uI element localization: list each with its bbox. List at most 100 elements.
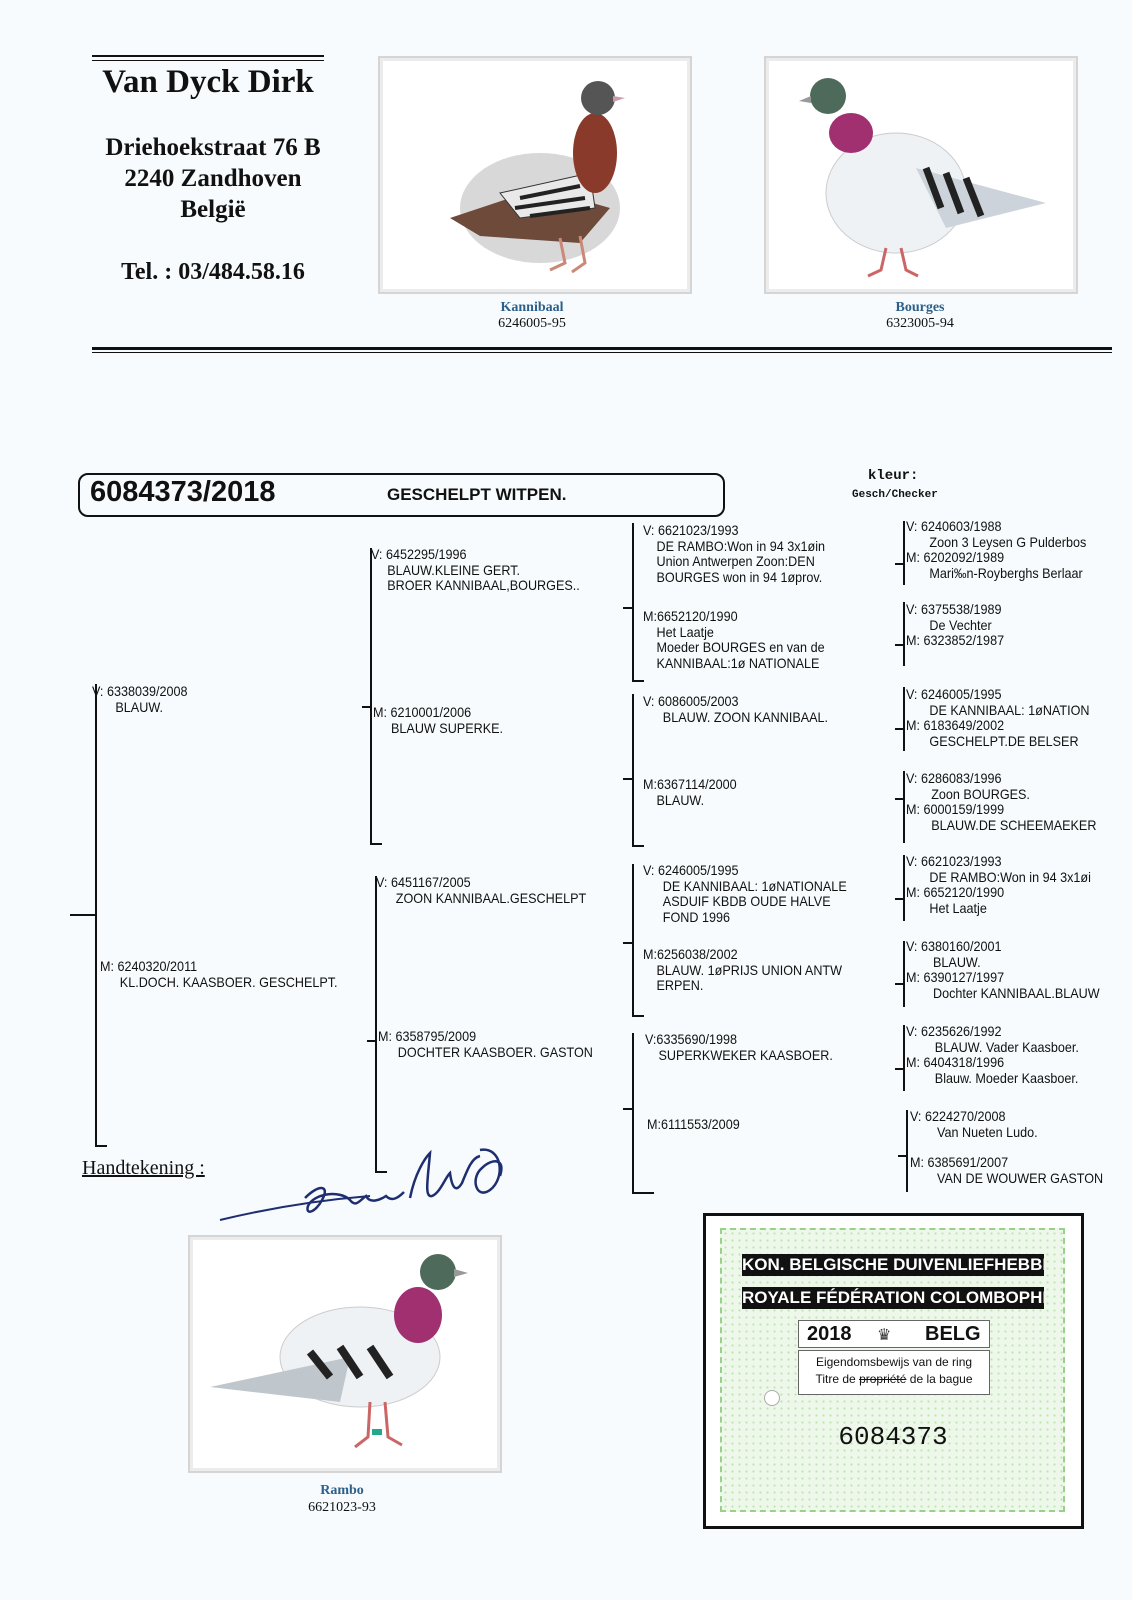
card-title-nl: KON. BELGISCHE DUIVENLIEFHEBBERSBOND (742, 1254, 1044, 1276)
bracket-gen3-3-end (632, 1015, 644, 1017)
bracket-gen1-stub (70, 914, 96, 916)
card-ring-number: 6084373 (838, 1422, 948, 1452)
sire-desc: BLAUW. (115, 698, 164, 715)
photo-rambo-name: Rambo (320, 1483, 364, 1498)
gen4-8-dam: M: 6385691/2007 (910, 1154, 1009, 1170)
bracket-gen4-3 (903, 687, 905, 751)
card-subtitle-fr-c: de la bague (906, 1372, 973, 1386)
card-country: BELG (925, 1323, 981, 1345)
gen4-6-dam: M: 6390127/1997 (906, 969, 1005, 985)
bracket-gen2-sire-end (370, 843, 382, 845)
bracket-gen4-3-stub (895, 728, 904, 730)
gen3-1-line3: BOURGES won in 94 1øprov. (656, 568, 823, 585)
sire-ring: V: 6338039/2008 (92, 683, 188, 699)
gen4-3-sire: V: 6246005/1995 (906, 686, 1002, 702)
kleur-label: kleur: (868, 468, 919, 484)
gen4-5-sire-desc: DE RAMBO:Won in 94 3x1øi (929, 868, 1091, 885)
bracket-gen4-6-stub (895, 983, 904, 985)
bracket-gen4-4-stub (895, 798, 904, 800)
gen2-2-ring: M: 6210001/2006 (373, 704, 472, 720)
gen4-6-dam-desc: Dochter KANNIBAAL.BLAUW (933, 984, 1100, 1001)
gen4-8-sire: V: 6224270/2008 (910, 1108, 1006, 1124)
gen4-1-sire-desc: Zoon 3 Leysen G Pulderbos (929, 533, 1087, 550)
bracket-gen3-2-end (632, 845, 644, 847)
bracket-gen3-1-end (632, 680, 644, 682)
header-separator (92, 347, 1112, 350)
gen3-3-ring: V: 6086005/2003 (643, 693, 739, 709)
pedigree-gen2-4: M: 6358795/2009 DOCHTER KAASBOER. GASTON (378, 1028, 593, 1060)
gen3-8-ring: M:6111553/2009 (647, 1116, 740, 1132)
bracket-gen4-7 (903, 1025, 905, 1091)
bracket-gen1-end (95, 1145, 107, 1147)
gen4-4-sire: V: 6286083/1996 (906, 770, 1002, 786)
gen4-5-sire: V: 6621023/1993 (906, 853, 1002, 869)
photo-bourges-name: Bourges (895, 300, 945, 315)
bracket-gen2-sire-stub (362, 706, 371, 708)
card-subtitle-fr: Titre de propriété de la bague (799, 1371, 989, 1388)
bracket-gen4-2 (903, 602, 905, 666)
bracket-gen2-dam-stub (367, 1040, 376, 1042)
bracket-gen3-1 (632, 523, 634, 681)
header-rule-top-thin (92, 60, 324, 61)
pedigree-gen3-7: V:6335690/1998 SUPERKWEKER KAASBOER. (645, 1031, 833, 1063)
photo-bourges (764, 56, 1078, 294)
bracket-gen4-5 (903, 855, 905, 921)
gen4-8-sire-desc: Van Nueten Ludo. (937, 1123, 1038, 1140)
bracket-gen3-3-stub (623, 942, 633, 944)
bracket-gen3-2 (632, 694, 634, 846)
gen3-4-ring: M:6367114/2000 (643, 776, 737, 792)
gen4-1-dam-desc: Mari‰n-Royberghs Berlaar (929, 564, 1083, 581)
pedigree-gen3-8: M:6111553/2009 (647, 1116, 740, 1133)
card-subtitle-fr-b: propriété (859, 1372, 907, 1386)
gen4-4-sire-desc: Zoon BOURGES. (931, 785, 1030, 802)
gen4-3-dam-desc: GESCHELPT.DE BELSER (929, 732, 1079, 749)
gen2-1-ring: V: 6452295/1996 (371, 546, 467, 562)
bracket-gen4-8-stub (898, 1155, 907, 1157)
pigeon-rambo-image (210, 1254, 468, 1449)
card-year-box: 2018 ♛ BELG (798, 1320, 990, 1348)
pigeon-ring-number: 6084373/2018 (90, 476, 276, 508)
gen2-4-line1: DOCHTER KAASBOER. GASTON (397, 1043, 593, 1060)
photo-kannibaal-ring: 6246005-95 (498, 316, 566, 331)
photo-rambo (188, 1235, 502, 1473)
gen3-2-line3: KANNIBAAL:1ø NATIONALE (656, 654, 820, 671)
signature-image (219, 1148, 503, 1221)
gen3-1-ring: V: 6621023/1993 (643, 522, 739, 538)
pedigree-gen3-5: V: 6246005/1995 DE KANNIBAAL: 1øNATIONAL… (643, 862, 847, 925)
gen4-5-dam-desc: Het Laatje (929, 899, 987, 916)
card-punch-hole (764, 1390, 780, 1406)
gen4-1-dam: M: 6202092/1989 (906, 549, 1005, 565)
gen4-3-dam: M: 6183649/2002 (906, 717, 1005, 733)
gen3-4-line1: BLAUW. (656, 791, 705, 808)
pedigree-sire: V: 6338039/2008 BLAUW. (92, 683, 188, 715)
pedigree-gen4-3: V: 6246005/1995 DE KANNIBAAL: 1øNATION M… (906, 686, 1090, 749)
bracket-gen4-1 (903, 521, 905, 585)
gen2-1-line1: BLAUW.KLEINE GERT. (387, 561, 521, 578)
dam-desc: KL.DOCH. KAASBOER. GESCHELPT. (119, 973, 338, 990)
photo-rambo-ring: 6621023-93 (308, 1500, 376, 1515)
bracket-gen3-1-stub (623, 607, 633, 609)
gen2-4-ring: M: 6358795/2009 (378, 1028, 477, 1044)
gen3-2-line1: Het Laatje (656, 623, 714, 640)
bracket-gen3-4-end (632, 1192, 654, 1194)
pedigree-gen4-7: V: 6235626/1992 BLAUW. Vader Kaasboer. M… (906, 1023, 1079, 1086)
bracket-gen4-2-stub (895, 644, 904, 646)
pigeon-bourges-image (799, 78, 1046, 278)
card-subtitle-box: Eigendomsbewijs van de ring Titre de pro… (798, 1350, 990, 1395)
pedigree-gen3-4: M:6367114/2000 BLAUW. (643, 776, 737, 808)
gen4-2-dam: M: 6323852/1987 (906, 632, 1005, 648)
card-year: 2018 (807, 1323, 852, 1345)
pedigree-gen3-6: M:6256038/2002 BLAUW. 1øPRIJS UNION ANTW… (643, 946, 842, 994)
breeder-city: 2240 Zandhoven (124, 165, 302, 192)
gen4-3-sire-desc: DE KANNIBAAL: 1øNATION (929, 701, 1090, 718)
bracket-gen2-dam-end (375, 1171, 387, 1173)
bracket-gen4-4 (903, 771, 905, 843)
bracket-gen4-6 (903, 941, 905, 1007)
gen3-5-line1: DE KANNIBAAL: 1øNATIONALE (662, 877, 847, 894)
gen3-6-line2: ERPEN. (656, 977, 704, 993)
gen3-5-line3: FOND 1996 (662, 908, 731, 925)
pigeon-color-description: GESCHELPT WITPEN. (387, 485, 567, 504)
bracket-gen3-2-stub (623, 778, 633, 780)
bracket-gen2-dam (375, 876, 377, 1172)
pedigree-gen4-2: V: 6375538/1989 De Vechter M: 6323852/19… (906, 601, 1005, 649)
